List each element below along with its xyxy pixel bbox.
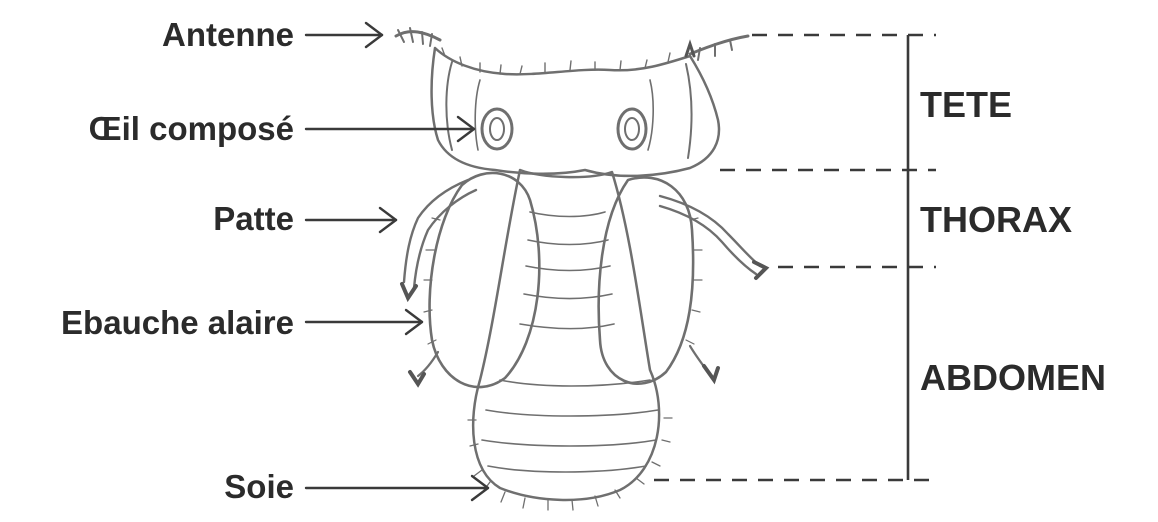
compound-eyes <box>482 109 646 149</box>
insect-illustration <box>396 28 766 510</box>
arrow-patte <box>306 208 396 232</box>
label-soie: Soie <box>224 468 294 505</box>
head <box>432 44 719 176</box>
label-antenne: Antenne <box>162 16 294 53</box>
legs <box>402 180 766 384</box>
arrow-soie <box>306 476 488 500</box>
right-labels: TETE THORAX ABDOMEN <box>920 84 1106 398</box>
body <box>468 170 672 510</box>
label-patte: Patte <box>213 200 294 237</box>
label-tete: TETE <box>920 84 1012 125</box>
left-callouts: Antenne Œil composé Patte Ebauche alaire… <box>61 16 488 505</box>
right-bracket <box>654 35 936 480</box>
label-ebauche-alaire: Ebauche alaire <box>61 304 294 341</box>
label-thorax: THORAX <box>920 199 1072 240</box>
arrow-antenne <box>306 23 382 47</box>
label-abdomen: ABDOMEN <box>920 357 1106 398</box>
arrow-ebauche <box>306 310 422 334</box>
label-oeil-compose: Œil composé <box>89 110 294 147</box>
